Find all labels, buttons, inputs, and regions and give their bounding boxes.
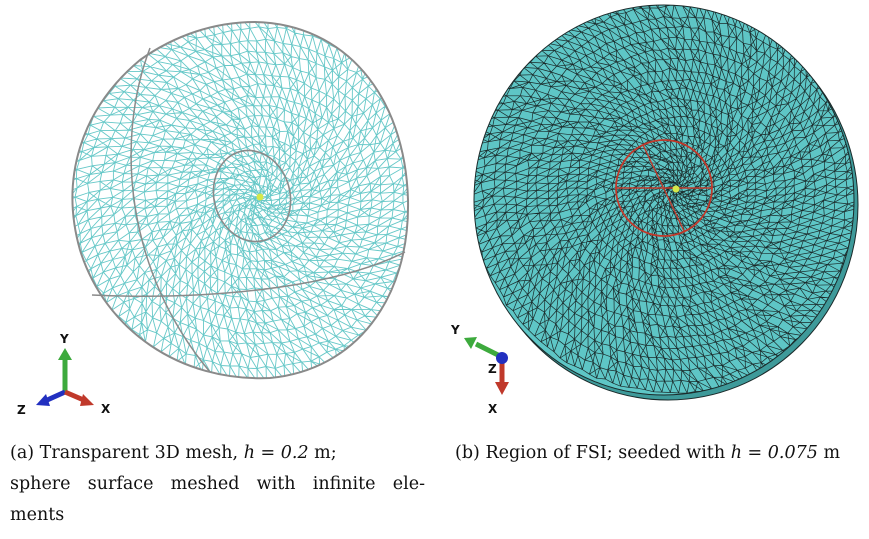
caption-b: (b) Region of FSI; seeded with h = 0.075… — [455, 438, 865, 469]
disk-face — [473, 4, 855, 396]
axis-triad: Y Z X — [450, 323, 509, 416]
caption-a-text: Transparent 3D mesh, — [39, 443, 239, 463]
y-axis-label: Y — [450, 323, 460, 337]
x-axis-label: X — [488, 402, 498, 416]
fsi-disk-render: Y Z X — [450, 4, 859, 416]
panel-b-figure: Y Z X — [440, 0, 869, 425]
z-axis-label: Z — [17, 403, 26, 417]
z-axis-arrow — [496, 352, 508, 364]
caption-b-label: (b) — [455, 443, 480, 463]
caption-a-line-3: ments — [10, 505, 65, 525]
caption-b-text: Region of FSI; seeded with — [485, 443, 726, 463]
panel-a-figure: Y Z X — [0, 0, 440, 425]
fsi-region-mesh — [474, 5, 854, 394]
caption-a: (a) Transparent 3D mesh, h = 0.2 m; sphe… — [10, 438, 425, 531]
y-axis-arrowhead — [58, 348, 72, 360]
caption-a-math: h = 0.2 — [243, 443, 309, 463]
caption-a-label: (a) — [10, 443, 35, 463]
x-axis-arrowhead — [80, 394, 94, 406]
axis-triad: Y Z X — [17, 332, 111, 417]
sphere-outline — [71, 20, 410, 380]
caption-b-unit: m — [823, 443, 841, 463]
z-axis-arrow — [43, 389, 67, 404]
caption-a-line-1: (a) Transparent 3D mesh, h = 0.2 m; — [10, 438, 425, 469]
x-axis-label: X — [101, 402, 111, 416]
caption-b-math: h = 0.075 — [730, 443, 818, 463]
x-axis-arrowhead — [495, 382, 509, 395]
z-axis-label: Z — [488, 362, 497, 376]
sphere-mesh-render: Y Z X — [17, 20, 410, 417]
fsi-circle — [615, 139, 713, 237]
caption-a-unit: m; — [314, 443, 337, 463]
z-axis-arrowhead — [36, 394, 50, 406]
y-axis-label: Y — [59, 332, 69, 346]
y-axis-arrowhead — [464, 337, 477, 349]
caption-a-line-2: sphere surface meshed with infinite ele- — [10, 474, 425, 494]
